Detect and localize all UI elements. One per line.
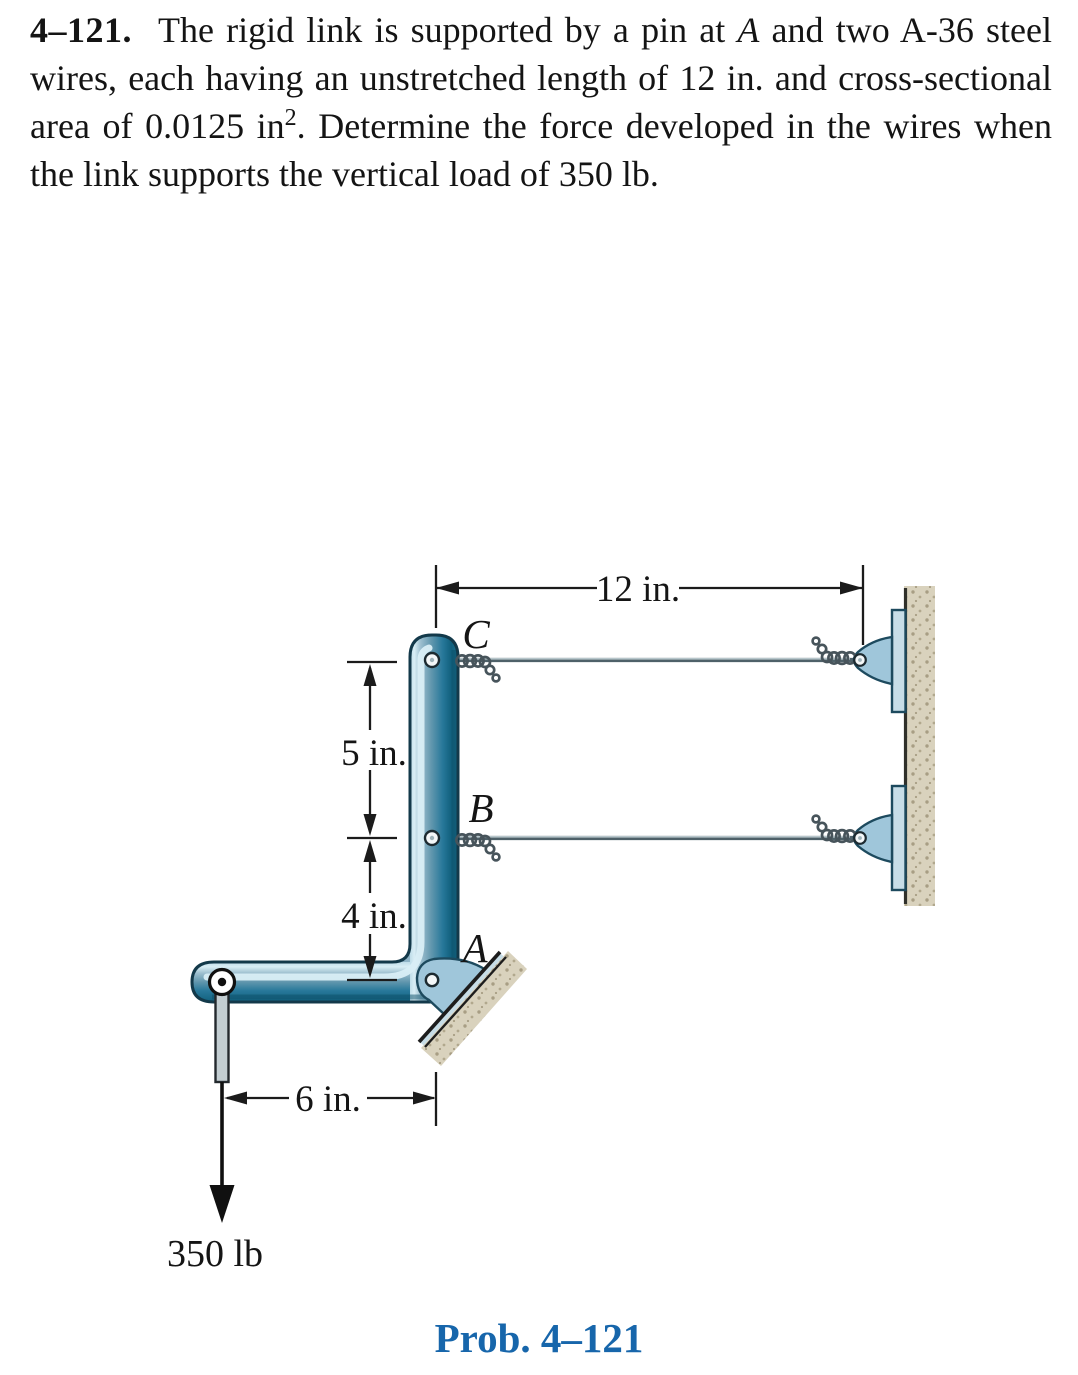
point-label-b: B [468,785,493,831]
dim-12in-arrow-right [840,581,863,595]
load-arrowhead [209,1185,235,1223]
point-label-c: C [462,611,490,657]
arm-end-pin-center [217,977,227,987]
dim-5in-arrow-down [363,814,377,836]
figure-caption: Prob. 4–121 [434,1315,644,1361]
statement-part1: The rigid link is supported by a pin at [158,10,738,50]
pin-wall-bottom-center [858,836,862,840]
dim-6in-arrow-left [224,1091,247,1105]
dim-4in-arrow-up [363,840,377,862]
load-hanger-rod [214,986,230,1084]
point-label-a: A [459,925,488,971]
statement-part3: . Determine the force developed in the w… [30,106,1052,194]
pin-c-center [429,657,435,663]
wall-brackets [852,635,894,864]
support-a-plate [418,951,504,1046]
load-label: 350 lb [167,1233,263,1275]
dim-label-12in: 12 in. [596,569,680,610]
link-vertical-bar [410,635,458,1002]
dim-5in-arrow-up [363,664,377,686]
dim-12in-arrow-left [436,581,459,595]
support-a-ground [421,951,527,1066]
figure-labels: 12 in. 5 in. 4 in. 6 in. C B A 350 lb [167,569,680,1275]
problem-figure: 12 in. 5 in. 4 in. 6 in. C B A 350 lb [167,565,935,1275]
support-a [415,950,527,1066]
dim-4in-arrow-down [363,956,377,978]
pin-wall-top-center [858,658,862,662]
wall-texture [904,586,935,906]
support-a-incline-line2 [424,956,507,1048]
pin-a [424,972,440,988]
dim-label-4in: 4 in. [341,896,407,937]
wall [890,586,935,906]
dim-label-5in: 5 in. [341,733,407,774]
wires [438,657,854,841]
support-a-incline-line1 [417,950,502,1044]
wall-plate-top [890,608,907,714]
wall-plate-bottom [890,784,907,892]
point-ref-a: A [737,10,760,50]
area-exponent: 2 [284,105,297,131]
rigid-link [190,633,460,1004]
problem-number: 4–121. [30,10,132,50]
statement-part2: and two A-36 steel wires, each having an… [30,10,1052,146]
dimensions [224,565,865,1126]
pin-b-center [429,835,435,841]
load [209,986,235,1223]
support-a-bracket [415,957,488,1017]
dim-label-6in: 6 in. [295,1079,361,1120]
problem-statement: 4–121. The rigid link is supported by a p… [30,6,1052,198]
link-highlight [203,644,433,981]
dim-6in-arrow-right [413,1091,436,1105]
pins [207,651,867,997]
link-horizontal-arm [192,962,458,1002]
